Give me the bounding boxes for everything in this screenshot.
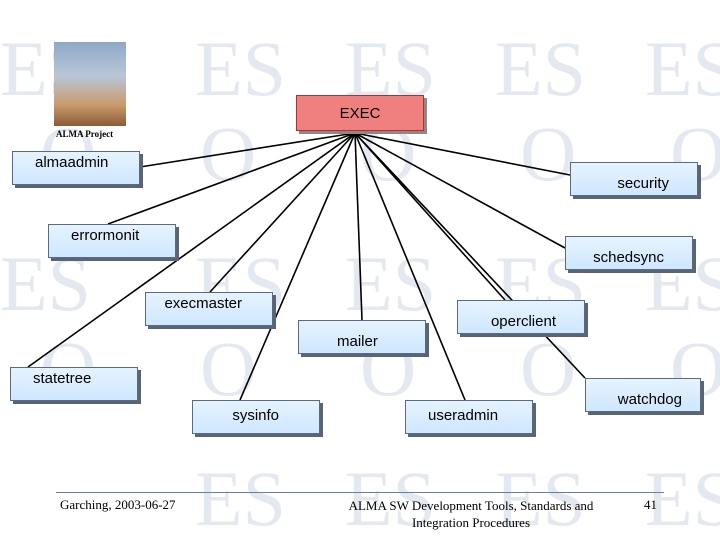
node-exec-label: EXEC	[339, 104, 381, 122]
node-operclient-label: operclient	[490, 313, 556, 330]
svg-text:ES: ES	[495, 25, 586, 112]
edge-security	[354, 132, 571, 176]
svg-text:ES: ES	[645, 25, 720, 112]
edge-watchdog	[354, 132, 586, 379]
footer-divider	[56, 492, 664, 493]
edge-statetree	[27, 132, 356, 368]
svg-text:O: O	[520, 110, 576, 197]
node-security: security	[570, 162, 698, 196]
node-statetree-label: statetree	[33, 370, 92, 387]
node-useradmin: useradmin	[405, 400, 533, 434]
edge-useradmin	[354, 132, 466, 401]
svg-text:ES: ES	[645, 455, 720, 540]
node-almaadmin-label: almaadmin	[35, 154, 109, 171]
footer-title: ALMA SW Development Tools, Standards and…	[333, 497, 609, 531]
node-exec: EXEC	[296, 95, 424, 131]
alma-antenna-logo	[54, 42, 126, 126]
footer-title-line2: Integration Procedures	[411, 515, 531, 530]
svg-text:ES: ES	[345, 455, 436, 540]
logo-caption: ALMA Project	[56, 129, 114, 139]
node-execmaster: execmaster	[145, 292, 273, 326]
node-watchdog: watchdog	[585, 378, 701, 412]
footer-title-line1: ALMA SW Development Tools, Standards and	[348, 498, 594, 513]
node-statetree: statetree	[10, 367, 138, 401]
node-almaadmin: almaadmin	[12, 151, 140, 185]
node-sysinfo-label: sysinfo	[232, 407, 279, 424]
svg-text:ES: ES	[195, 25, 286, 112]
svg-text:ES: ES	[495, 455, 586, 540]
page-number: 41	[644, 497, 657, 512]
edge-operclient	[354, 132, 506, 301]
node-watchdog-label: watchdog	[617, 391, 682, 408]
svg-text:ES: ES	[195, 455, 286, 540]
edge-sysinfo	[239, 132, 356, 401]
node-schedsync-label: schedsync	[593, 249, 664, 266]
node-errormonit-label: errormonit	[71, 227, 140, 244]
node-sysinfo: sysinfo	[192, 400, 320, 434]
edge-errormonit	[107, 132, 356, 225]
node-mailer-label: mailer	[337, 333, 378, 350]
edge-schedsync	[354, 132, 566, 249]
node-mailer: mailer	[298, 320, 426, 354]
edge-execmaster	[209, 132, 356, 293]
edge-almaadmin	[139, 132, 356, 168]
node-operclient: operclient	[457, 300, 585, 334]
node-errormonit: errormonit	[48, 224, 176, 258]
node-useradmin-label: useradmin	[428, 407, 499, 424]
svg-text:O: O	[200, 325, 256, 412]
node-execmaster-label: execmaster	[164, 295, 242, 312]
footer-date: Garching, 2003-06-27	[60, 497, 176, 512]
node-security-label: security	[617, 175, 669, 192]
node-schedsync: schedsync	[565, 236, 693, 270]
edge-mailer	[354, 132, 363, 321]
